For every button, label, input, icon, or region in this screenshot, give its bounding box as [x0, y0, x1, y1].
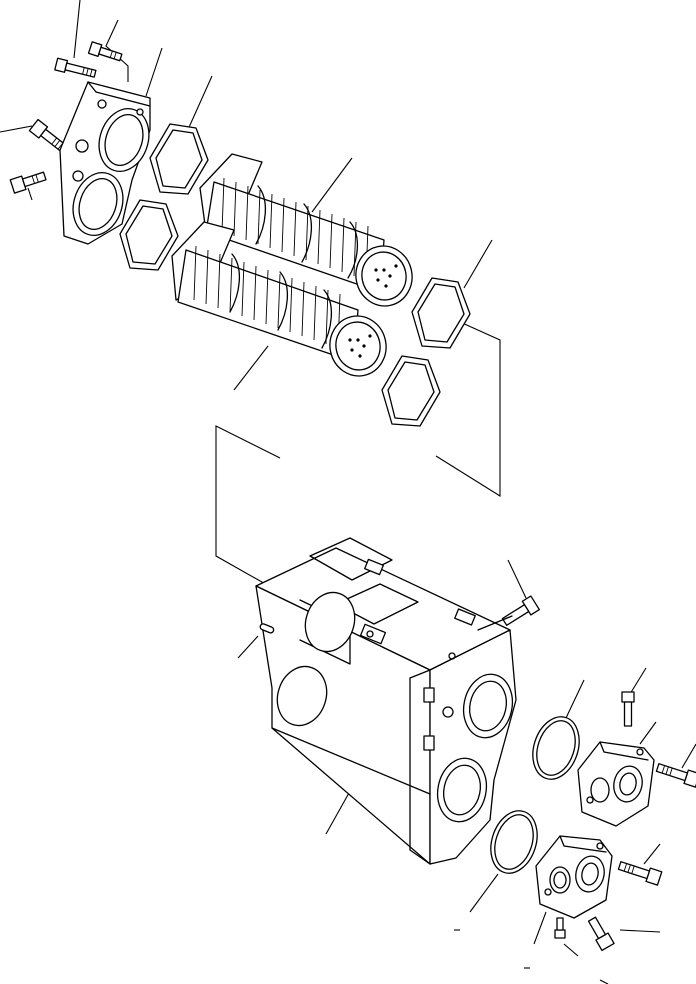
leader-plug — [507, 559, 527, 599]
o-ring-lower — [490, 810, 538, 874]
leader-bolt-right-vertical — [629, 667, 647, 695]
leader-o-ring-upper — [565, 679, 585, 719]
filter-element-upper — [199, 153, 413, 307]
plug — [501, 595, 540, 626]
small-bolt-bottom — [554, 917, 566, 939]
leader-filter-cover — [145, 47, 163, 97]
leader-end-cover-lower — [533, 911, 547, 945]
bolt-right-vertical — [621, 691, 635, 727]
filter-case — [255, 537, 517, 865]
end-cover-lower — [535, 835, 613, 919]
bolt-bottom — [587, 916, 615, 952]
bolt-upper-long — [54, 57, 97, 78]
leader-cover-gasket — [185, 75, 213, 135]
o-ring-upper — [532, 716, 580, 780]
leader-filter-element-upper — [311, 157, 353, 213]
leader-o-ring-lower — [469, 873, 499, 913]
bolt-upper-short — [87, 41, 123, 62]
leader-bolt-upper-long — [73, 0, 81, 59]
leader-assembly-left — [215, 425, 281, 591]
filter-element-lower — [171, 221, 387, 377]
filter-cover — [59, 81, 151, 245]
leader-dowel-pin — [237, 635, 259, 659]
case-gasket — [381, 277, 471, 427]
leader-small-bolt-bottom — [563, 943, 579, 957]
dowel-pin — [259, 623, 275, 634]
bolt-right-lower — [617, 861, 663, 886]
leader-bolt-bottom — [619, 929, 661, 933]
leader-filter-element-lower — [233, 345, 269, 391]
plug-shaft — [477, 615, 513, 631]
leader-case-gasket — [463, 239, 493, 289]
bolt-left-lower — [9, 171, 47, 194]
leader-bolt-right-upper — [681, 743, 696, 769]
leader-bolt-left-lower — [27, 187, 33, 201]
cover-gasket — [119, 123, 209, 271]
leader-end-cover-upper — [639, 721, 657, 745]
leader-bolt-left-upper — [0, 125, 33, 133]
leader-stub-c — [599, 979, 609, 984]
bolt-right-upper — [655, 763, 696, 788]
leader-bolt-right-lower — [643, 843, 661, 865]
leader-assembly-right — [435, 321, 501, 497]
end-cover-upper — [577, 741, 655, 827]
